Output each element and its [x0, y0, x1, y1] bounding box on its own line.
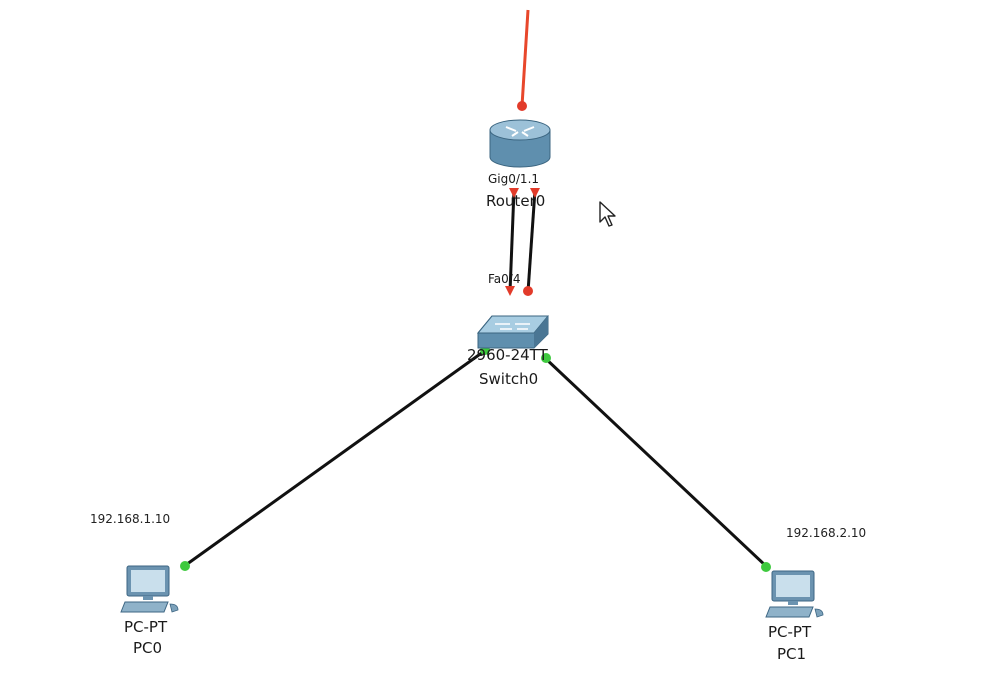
- switch-pc0-cable[interactable]: [182, 350, 484, 569]
- switch-link-b-down-dot: [523, 286, 533, 296]
- pc0-name-label[interactable]: PC0: [133, 639, 163, 657]
- router-name-label[interactable]: Router0: [486, 192, 546, 210]
- pc1-ip-label: 192.168.2.10: [786, 526, 867, 540]
- router-link-a-down-arrow: [509, 188, 519, 198]
- switch-icon[interactable]: [476, 315, 550, 349]
- router-switch-cable-b[interactable]: [526, 189, 537, 293]
- pc1-name-label[interactable]: PC1: [777, 645, 807, 663]
- switch-model-label: 2960-24TT: [467, 346, 548, 364]
- pc0-link-dot: [180, 561, 190, 571]
- router-uplink-status-dot: [517, 101, 527, 111]
- pc1-link-dot: [761, 562, 771, 572]
- router-uplink-cable[interactable]: [520, 9, 530, 107]
- pc0-model-label: PC-PT: [124, 618, 168, 636]
- router-icon[interactable]: [489, 119, 551, 168]
- mouse-pointer-icon: [599, 201, 616, 227]
- switch-pc1-link-dot: [541, 353, 551, 363]
- router-link-b-down-arrow: [530, 188, 540, 198]
- switch-pc1-cable[interactable]: [543, 356, 769, 569]
- pc1-model-label: PC-PT: [768, 623, 812, 641]
- pc-icon[interactable]: [765, 570, 824, 618]
- switch-name-label[interactable]: Switch0: [479, 370, 539, 388]
- switch-port-label: Fa0/4: [488, 272, 521, 286]
- router-port-label: Gig0/1.1: [488, 172, 540, 186]
- switch-link-a-down-arrow: [505, 286, 515, 296]
- router-switch-cable-a[interactable]: [508, 189, 516, 293]
- pc0-ip-label: 192.168.1.10: [90, 512, 171, 526]
- pc-icon[interactable]: [120, 565, 179, 613]
